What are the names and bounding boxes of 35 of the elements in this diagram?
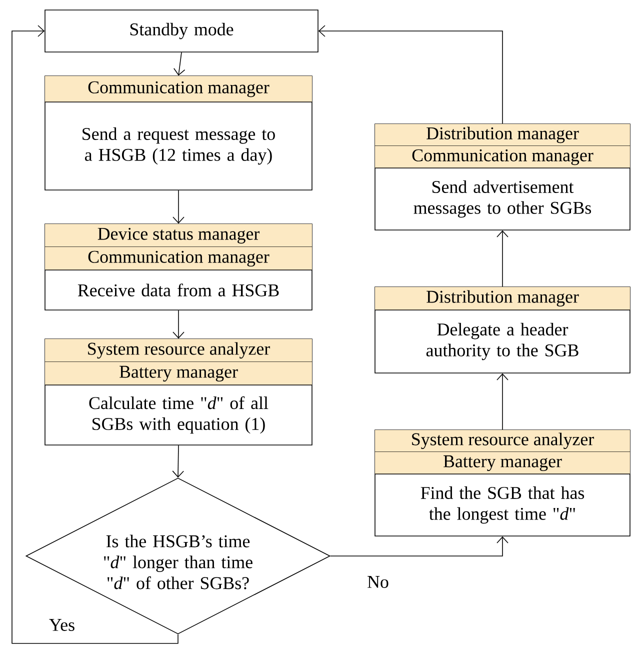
process-box <box>44 338 312 446</box>
arrow <box>172 445 184 478</box>
header-band: System resource analyzer <box>44 339 312 362</box>
step-text: Standby mode <box>130 22 234 40</box>
arrow <box>496 373 508 430</box>
edge-label: No <box>366 575 390 589</box>
arrow <box>173 52 186 76</box>
arrow <box>12 25 178 644</box>
header-band: Battery manager <box>374 452 630 474</box>
edge-label: Yes <box>48 618 76 632</box>
step-text: Calculate time "d" of all SGBs with equation (1) <box>89 396 268 434</box>
process-box <box>44 224 312 310</box>
header-band: System resource analyzer <box>374 430 630 452</box>
process-box <box>374 124 630 230</box>
process-box <box>44 10 318 52</box>
arrow <box>172 310 184 339</box>
step-text: Find the SGB that has the longest time "d" <box>420 486 584 524</box>
arrow <box>496 230 508 287</box>
arrow <box>172 190 184 224</box>
arrow <box>330 536 508 556</box>
header-band: Communication manager <box>44 76 312 102</box>
header-band: Distribution manager <box>374 287 630 310</box>
process-box <box>374 286 630 374</box>
process-box <box>44 76 312 190</box>
step-text: Send advertisement messages to other SGBs <box>414 180 591 218</box>
step-text: Send a request message to a HSGB (12 times a day) <box>82 127 275 165</box>
arrow <box>318 25 503 124</box>
header-band: Communication manager <box>374 146 630 168</box>
header-band: Battery manager <box>44 362 312 386</box>
header-band: Communication manager <box>44 247 312 270</box>
step-text: Delegate a header authority to the SGB <box>426 322 578 360</box>
step-text: Receive data from a HSGB <box>78 284 279 296</box>
header-band: Device status manager <box>44 224 312 248</box>
header-band: Distribution manager <box>374 124 630 146</box>
process-box <box>374 430 630 536</box>
